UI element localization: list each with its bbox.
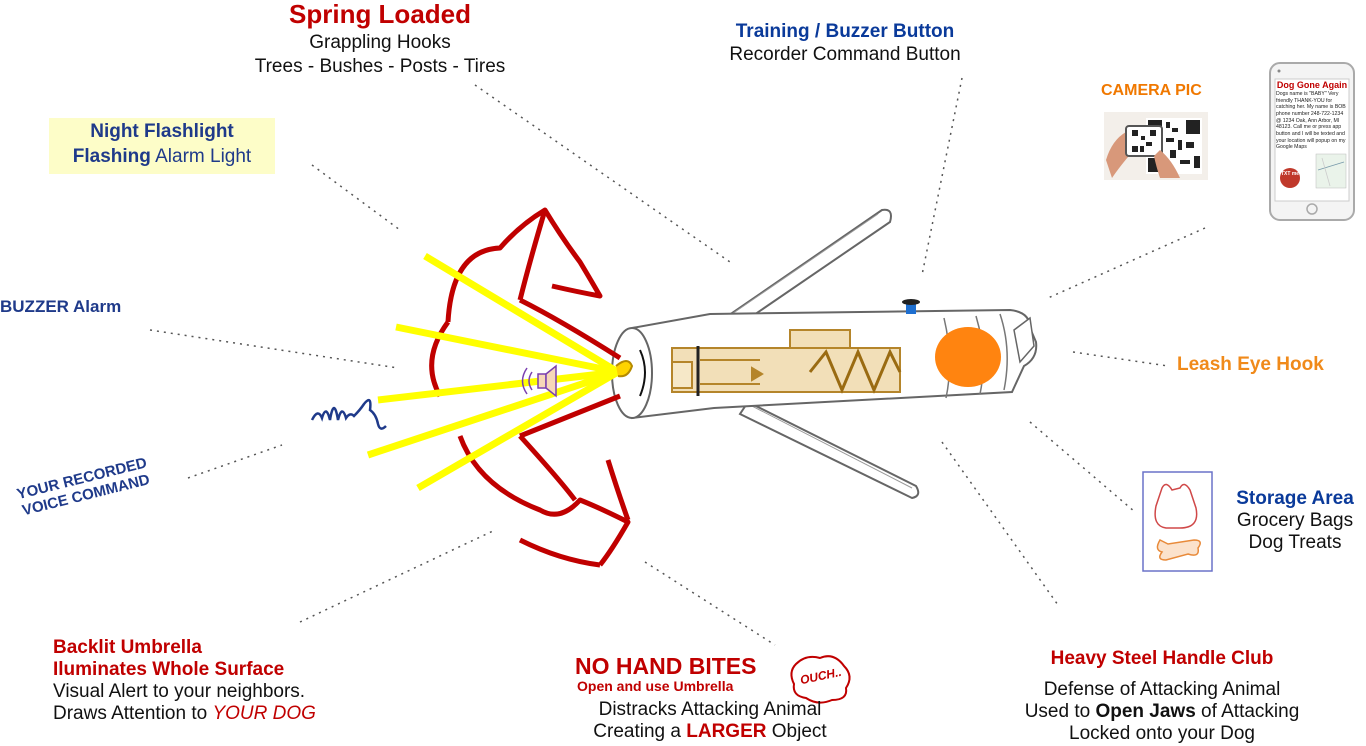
camera-pic-title: CAMERA PIC	[1101, 82, 1202, 99]
camera-pic-label: CAMERA PIC	[1101, 82, 1202, 100]
storage-area-line-2: Dog Treats	[1248, 531, 1342, 553]
leash-eye-hook-label: Leash Eye Hook	[1177, 354, 1324, 376]
night-flashlight-rest: Alarm Light	[150, 145, 252, 167]
lower-grappling-arm	[738, 400, 920, 500]
phone-illustration	[1269, 62, 1355, 221]
spring-mechanism	[671, 329, 902, 396]
no-hand-bites-larger: LARGER	[686, 720, 767, 742]
backlit-umbrella-line-4a: Draws Attention to	[53, 702, 213, 724]
leader-lines	[149, 77, 1206, 646]
storage-area-line-1: Grocery Bags	[1236, 509, 1354, 531]
handle-club-callout: Heavy Steel Handle Club Defense of Attac…	[980, 648, 1344, 744]
training-button-title: Training / Buzzer Button	[735, 21, 955, 42]
no-hand-bites-line-2c: Object	[766, 720, 827, 742]
spring-loaded-line-2: Trees - Bushes - Posts - Tires	[254, 55, 506, 77]
handle-club-line-2c: of Attacking	[1195, 700, 1300, 722]
handle-club-title: Heavy Steel Handle Club	[1050, 648, 1274, 669]
flashlight-beams	[366, 253, 620, 492]
night-flashlight-callout: Night Flashlight Flashing Alarm Light	[49, 118, 275, 174]
no-hand-bites-callout: NO HAND BITES Open and use Umbrella	[575, 653, 757, 695]
backlit-umbrella-line-3: Visual Alert to your neighbors.	[53, 680, 306, 702]
storage-picture	[1142, 471, 1213, 572]
buzzer-alarm-label: BUZZER Alarm	[0, 297, 121, 317]
speaker-icon	[521, 364, 557, 398]
phone-message: Dogs name is "BABY" Very friendly THANK-…	[1276, 91, 1346, 151]
night-flashlight-line-2: Flashing Alarm Light	[49, 146, 275, 168]
no-hand-bites-line-2: Creating a LARGER Object	[560, 721, 860, 743]
handle-club-open-jaws: Open Jaws	[1095, 700, 1196, 722]
no-hand-bites-body: Distracks Attacking Animal Creating a LA…	[560, 699, 860, 743]
handle-club-line-2a: Used to	[1024, 700, 1096, 722]
handle-club-line-1: Defense of Attacking Animal	[1043, 678, 1281, 700]
leash-eye-hook	[935, 327, 1001, 387]
backlit-umbrella-your-dog: YOUR DOG	[212, 702, 316, 724]
backlit-umbrella-line-4: Draws Attention to YOUR DOG	[53, 703, 316, 725]
night-flashlight-bold: Flashing	[72, 145, 151, 167]
flashlight-head	[615, 360, 634, 378]
storage-area-callout: Storage Area Grocery Bags Dog Treats	[1220, 488, 1366, 554]
no-hand-bites-line-2a: Creating a	[593, 720, 687, 742]
umbrella-canopy	[429, 207, 631, 568]
buzzer-button	[902, 299, 920, 314]
backlit-umbrella-line-2: Iluminates Whole Surface	[53, 658, 285, 680]
ouch-badge	[790, 655, 851, 704]
no-hand-bites-line-1: Distracks Attacking Animal	[598, 699, 822, 720]
spring-loaded-title: Spring Loaded	[289, 0, 471, 29]
training-button-line-1: Recorder Command Button	[729, 43, 961, 65]
handle-club-line-3: Locked onto your Dog	[1069, 722, 1255, 744]
buzzer-alarm-title: BUZZER Alarm	[0, 297, 122, 316]
no-hand-bites-subtitle: Open and use Umbrella	[577, 678, 734, 694]
night-flashlight-line-1: Night Flashlight	[90, 121, 234, 142]
phone-header: Dog Gone Again	[1276, 80, 1348, 90]
no-hand-bites-title: NO HAND BITES	[575, 653, 757, 679]
camera-qr-picture	[1104, 112, 1208, 180]
upper-grappling-arm	[720, 208, 892, 332]
backlit-umbrella-callout: Backlit Umbrella Iluminates Whole Surfac…	[53, 637, 316, 724]
backlit-umbrella-line-1: Backlit Umbrella	[53, 637, 202, 658]
spring-loaded-line-1: Grappling Hooks	[309, 31, 451, 53]
leash-eye-hook-title: Leash Eye Hook	[1177, 354, 1324, 375]
handle-club-line-2: Used to Open Jaws of Attacking	[980, 701, 1344, 723]
phone-text-me-button: TXT me	[1281, 171, 1300, 177]
training-button-callout: Training / Buzzer Button Recorder Comman…	[690, 21, 1000, 66]
storage-area-title: Storage Area	[1236, 488, 1354, 509]
sound-wave-squiggle	[310, 398, 387, 430]
spring-loaded-callout: Spring Loaded Grappling Hooks Trees - Bu…	[200, 0, 560, 78]
